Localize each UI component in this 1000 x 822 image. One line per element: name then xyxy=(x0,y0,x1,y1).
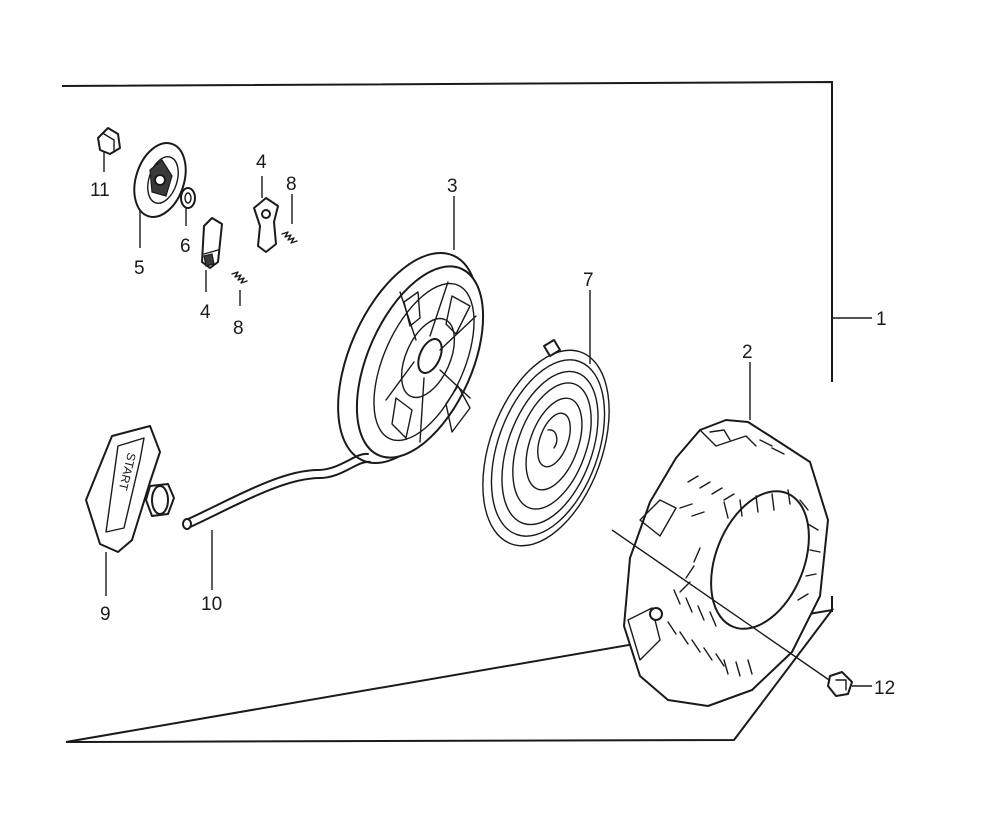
part-7-recoil-spring xyxy=(482,290,610,547)
callout-4-upper: 4 xyxy=(256,152,267,173)
part-8-spring-lower xyxy=(231,271,248,306)
callout-8-lower: 8 xyxy=(233,318,244,339)
part-12-bolt xyxy=(611,529,872,697)
part-4-pawl-upper xyxy=(253,176,279,253)
callout-9: 9 xyxy=(100,604,111,625)
part-5-ratchet-plate xyxy=(133,142,187,248)
callout-4-lower: 4 xyxy=(200,302,211,323)
part-9-starter-grip: START xyxy=(85,425,175,596)
part-6-washer xyxy=(180,187,196,226)
assembly-frame xyxy=(61,80,835,743)
callout-1: 1 xyxy=(876,309,887,330)
callout-3: 3 xyxy=(447,176,458,197)
callout-2: 2 xyxy=(742,342,753,363)
part-11-screw xyxy=(97,127,121,172)
callout-6: 6 xyxy=(180,236,191,257)
part-4-pawl-lower xyxy=(201,217,223,292)
callout-11: 11 xyxy=(90,180,110,201)
callout-12: 12 xyxy=(874,678,895,699)
callout-5: 5 xyxy=(134,258,145,279)
callout-7: 7 xyxy=(583,270,594,291)
part-3-starter-reel xyxy=(337,196,485,465)
part-8-spring-upper xyxy=(281,194,298,244)
part-2-starter-case xyxy=(623,362,829,707)
callout-10: 10 xyxy=(201,594,222,615)
callout-8-upper: 8 xyxy=(286,174,297,195)
part-10-rope xyxy=(182,452,371,590)
